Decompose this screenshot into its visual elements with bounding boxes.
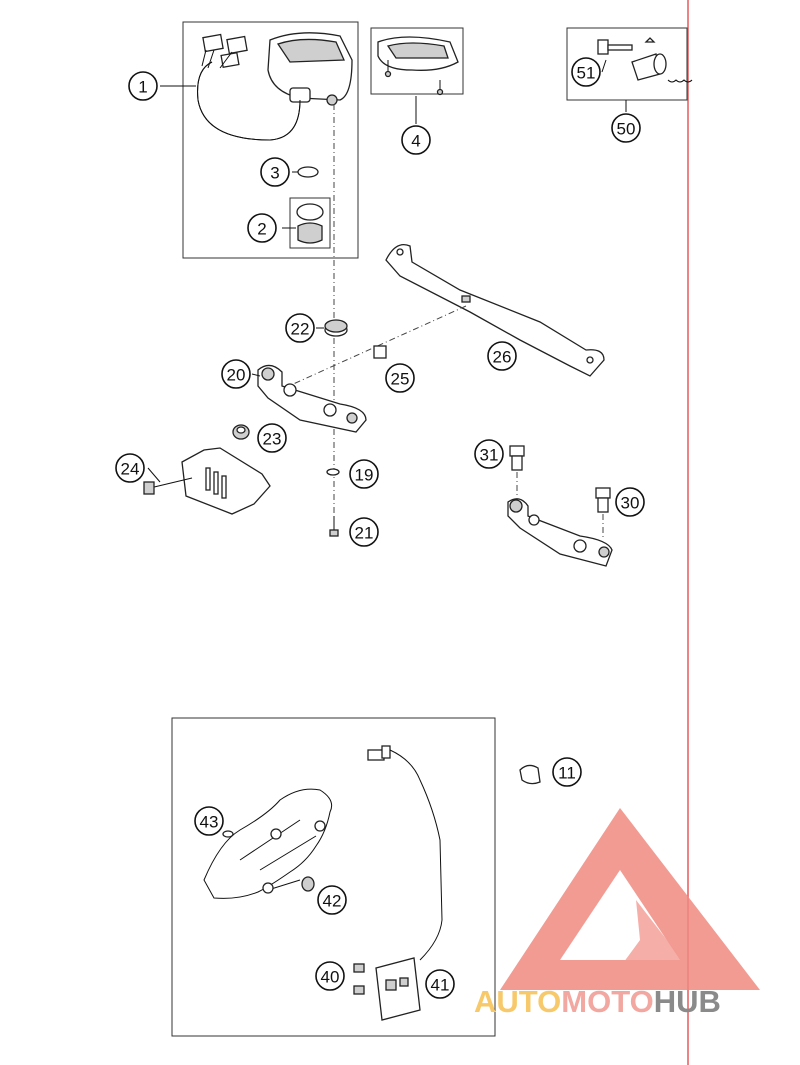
callout-11: 11 [552,757,582,787]
svg-text:51: 51 [577,64,596,83]
svg-text:42: 42 [323,892,342,911]
svg-text:2: 2 [257,220,266,239]
svg-text:26: 26 [493,348,512,367]
mount-part [289,197,331,249]
brake-disc-part [203,788,333,899]
speedometer-part [197,32,353,141]
callout-31: 31 [474,439,504,469]
box-speedometer [182,21,359,259]
svg-text:21: 21 [355,524,374,543]
callout-19: 19 [349,459,379,489]
ignition-part [597,37,693,83]
svg-text:40: 40 [321,968,340,987]
screw-24-part [143,477,193,495]
svg-text:43: 43 [200,813,219,832]
svg-text:3: 3 [270,164,279,183]
callout-4: 4 [401,125,431,155]
svg-text:4: 4 [411,132,420,151]
callout-1: 1 [128,71,158,101]
callout-26: 26 [487,341,517,371]
plate-part [181,447,271,515]
svg-text:50: 50 [617,120,636,139]
box-ignition [566,27,688,101]
callout-22: 22 [285,313,315,343]
callout-51: 51 [571,57,601,87]
callout-43: 43 [194,806,224,836]
watermark-logo [500,808,760,990]
svg-text:30: 30 [621,494,640,513]
callout-30: 30 [615,487,645,517]
svg-text:23: 23 [263,430,282,449]
speed-sensor-part [367,745,443,1021]
callout-2: 2 [247,213,277,243]
holder-2-part [507,498,613,567]
svg-text:41: 41 [431,976,450,995]
svg-text:22: 22 [291,320,310,339]
svg-text:20: 20 [227,366,246,385]
callout-21: 21 [349,517,379,547]
box-cover [370,27,464,95]
callout-20: 20 [221,359,251,389]
watermark-triangle [500,808,760,990]
box-speed-sensor [171,717,496,1037]
watermark-text: AUTOMOTOHUB [474,984,721,1019]
damper-part [324,319,348,337]
spacer-part [301,876,315,892]
holder-part [257,364,367,433]
callout-40: 40 [315,961,345,991]
callout-42: 42 [317,885,347,915]
svg-text:31: 31 [480,446,499,465]
callout-3: 3 [260,157,290,187]
clip-part [519,764,541,785]
svg-text:19: 19 [355,466,374,485]
callout-25: 25 [385,363,415,393]
callout-41: 41 [425,969,455,999]
circlip-part [222,830,234,838]
callout-23: 23 [257,423,287,453]
callout-50: 50 [611,113,641,143]
svg-text:25: 25 [391,370,410,389]
bushing-part [373,345,387,359]
screw-21-part [329,516,339,537]
cap-part [297,166,319,178]
svg-text:1: 1 [138,78,147,97]
bolt-31-part [509,445,525,471]
svg-text:11: 11 [558,764,576,783]
screws-40-part [353,963,365,995]
bolt-30-part [595,487,611,513]
washer-part [326,468,340,476]
callout-24: 24 [115,453,145,483]
bracket-part [385,243,605,377]
nut-part [232,424,250,440]
svg-text:24: 24 [121,460,140,479]
cover-part [377,36,459,96]
